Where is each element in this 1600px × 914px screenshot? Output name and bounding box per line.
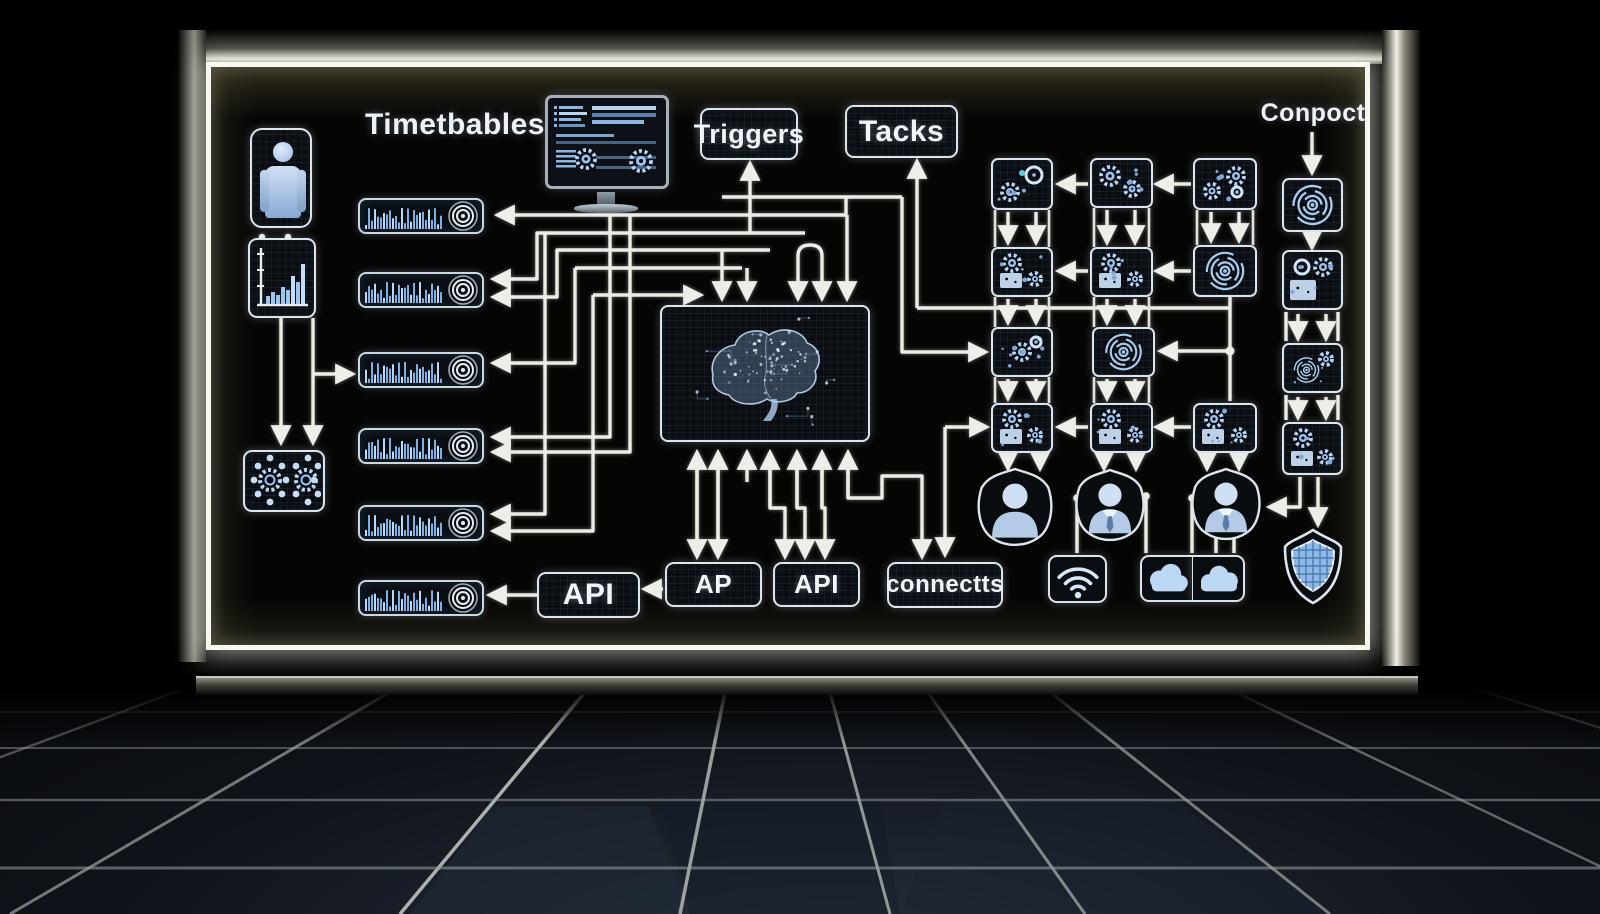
person-icon	[250, 128, 312, 228]
triggers-text: Triggers	[693, 118, 805, 149]
waveform-box	[358, 272, 484, 308]
api-node-center: API	[773, 562, 860, 607]
node-glyph	[1000, 409, 1043, 447]
node-glyph	[1099, 165, 1144, 198]
monitor-stand-base	[574, 204, 638, 213]
spiral-node-icon	[1193, 245, 1257, 297]
api-node-left: API	[537, 572, 640, 618]
waveform-box	[358, 428, 484, 464]
node-glyph	[1001, 335, 1045, 368]
ap-text: AP	[694, 569, 733, 599]
target-circles-icon	[448, 275, 478, 305]
avatar-glyph	[977, 467, 1053, 547]
gears-node-icon	[1193, 158, 1257, 210]
tasks-node: Tacks	[845, 105, 958, 158]
waveform-bars	[365, 208, 442, 229]
triggers-node: Triggers	[694, 108, 804, 160]
waveform-bars	[365, 282, 442, 303]
waveform-bars	[365, 438, 442, 459]
node-glyph	[999, 253, 1043, 288]
display-frame-top	[180, 30, 1420, 64]
spiral-node-icon	[1282, 343, 1343, 393]
connects-text: connectts	[886, 571, 1004, 598]
target-circles-icon	[448, 431, 478, 461]
ap-node: AP	[665, 562, 762, 607]
gears-node-icon	[991, 247, 1053, 297]
node-glyph	[1292, 184, 1333, 226]
gears-node-icon	[1193, 403, 1257, 453]
spiral-node-icon	[1092, 327, 1155, 377]
display-frame-right	[1382, 30, 1420, 666]
gears-node-icon	[1090, 247, 1153, 297]
gears-node-icon	[1090, 403, 1153, 453]
person-icon-body	[265, 166, 301, 218]
avatar-glyph	[1191, 467, 1261, 541]
target-circles-icon	[448, 355, 478, 385]
waveform-bars	[365, 590, 442, 611]
monitor-icon	[545, 95, 669, 189]
gears-node-icon	[991, 403, 1053, 453]
person-icon-arm-right	[297, 170, 306, 212]
spiral-node-icon	[1282, 178, 1343, 232]
node-glyph	[1290, 257, 1334, 300]
node-glyph	[1203, 166, 1246, 202]
api-center-text: API	[794, 569, 839, 599]
node-glyph	[1099, 253, 1143, 288]
shield-icon	[1278, 526, 1348, 615]
cloud-glyph	[1149, 563, 1188, 591]
gear-cluster-icon	[243, 450, 325, 512]
monitor-screen-content	[554, 106, 656, 173]
monitor-stand-stem	[597, 192, 615, 205]
shield-glyph	[1283, 528, 1343, 605]
waveform-box	[358, 580, 484, 616]
target-circles-icon	[448, 201, 478, 231]
brain-node	[660, 305, 870, 442]
node-glyph	[1105, 333, 1142, 371]
floor-shadow	[0, 690, 1600, 742]
cloud-icon-2	[1192, 555, 1245, 602]
connects-node: connectts	[886, 562, 1004, 608]
avatar-glyph	[1075, 468, 1145, 542]
node-glyph	[1291, 428, 1335, 466]
node-glyph	[1205, 251, 1245, 291]
gears-node-icon	[1282, 422, 1343, 475]
bar-chart-icon	[248, 238, 316, 318]
node-glyph	[1096, 409, 1143, 444]
waveform-box	[358, 505, 484, 541]
target-circles-icon	[448, 583, 478, 613]
node-glyph	[1293, 351, 1334, 384]
brain-icon	[695, 316, 836, 426]
connect-label: Conpoct	[1260, 99, 1366, 127]
waveform-bars	[365, 515, 442, 536]
gears-node-icon	[991, 158, 1053, 210]
cloud-glyph-2	[1200, 565, 1238, 591]
tasks-text: Tacks	[858, 114, 945, 148]
gears-node-icon	[991, 327, 1053, 377]
wifi-icon	[1048, 555, 1107, 603]
waveform-box	[358, 352, 484, 388]
gears-node-icon	[1090, 158, 1153, 208]
waveform-box	[358, 198, 484, 234]
wifi-glyph	[1056, 567, 1099, 599]
waveform-bars	[365, 362, 442, 383]
api-left-text: API	[562, 578, 615, 611]
cloud-icon	[1140, 555, 1193, 602]
user-avatar-icon	[1072, 466, 1148, 551]
user-avatar-icon	[974, 465, 1056, 556]
gears-node-icon	[1282, 250, 1343, 310]
timetables-label: Timetbables	[364, 108, 545, 141]
user-avatar-icon	[1188, 465, 1264, 550]
bar-chart-glyph	[257, 248, 308, 307]
target-circles-icon	[448, 508, 478, 538]
display-frame-left	[178, 30, 206, 662]
person-icon-head	[273, 142, 293, 162]
display-sill	[196, 676, 1418, 695]
node-glyph	[1202, 408, 1247, 444]
gear-cluster-glyph	[250, 454, 322, 506]
node-glyph	[997, 165, 1044, 202]
person-icon-arm-left	[260, 170, 269, 212]
